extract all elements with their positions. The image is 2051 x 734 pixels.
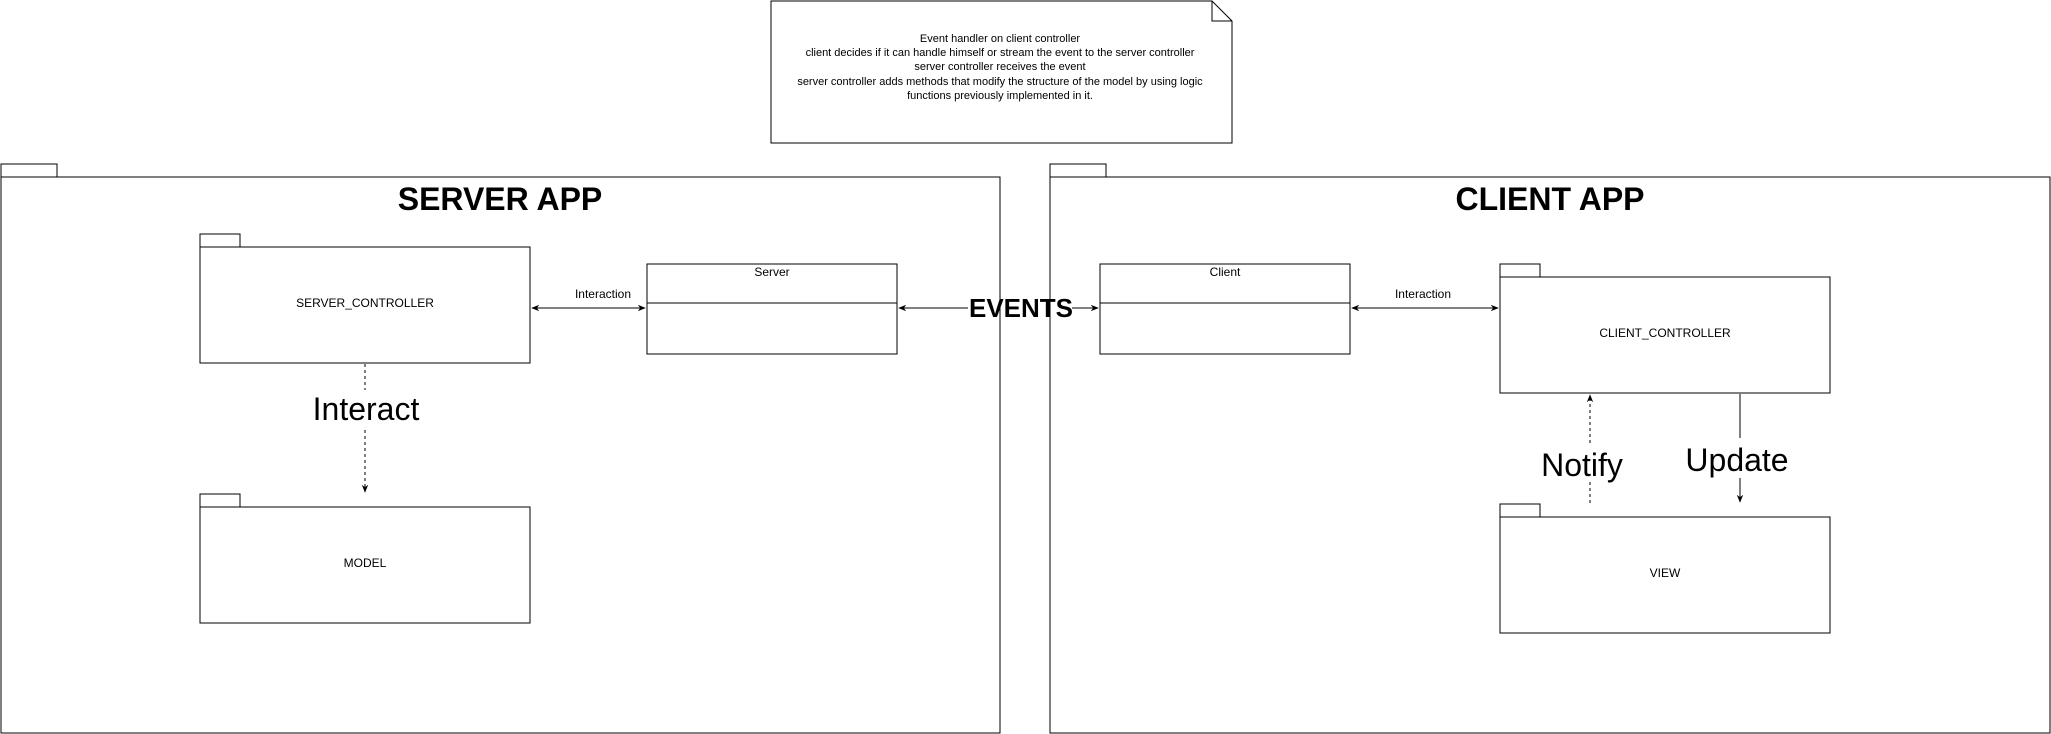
view-package[interactable]: VIEW bbox=[1499, 503, 1831, 634]
server-interaction-label: Interaction bbox=[575, 287, 631, 301]
interact-label: Interact bbox=[313, 391, 420, 427]
client-class-name: Client bbox=[1210, 265, 1241, 279]
interact-edge: Interact bbox=[313, 364, 420, 493]
update-edge: Update bbox=[1685, 394, 1789, 503]
model-package[interactable]: MODEL bbox=[199, 493, 531, 624]
events-edge: EVENTS bbox=[898, 293, 1099, 323]
client-controller-label: CLIENT_CONTROLLER bbox=[1599, 326, 1731, 340]
note-line-1: Event handler on client controller bbox=[920, 33, 1081, 45]
server-class[interactable]: Server bbox=[646, 263, 898, 355]
notify-edge: Notify bbox=[1541, 394, 1623, 503]
client-interaction-edge: Interaction bbox=[1351, 287, 1499, 312]
note-line-3: server controller receives the event bbox=[914, 61, 1085, 73]
model-label: MODEL bbox=[344, 556, 387, 570]
note-line-5: functions previously implemented in it. bbox=[907, 90, 1093, 102]
client-controller-package[interactable]: CLIENT_CONTROLLER bbox=[1499, 263, 1831, 394]
server-class-name: Server bbox=[754, 265, 789, 279]
client-app-title: CLIENT APP bbox=[1455, 181, 1644, 217]
note-line-2: client decides if it can handle himself … bbox=[806, 47, 1195, 59]
update-label: Update bbox=[1685, 442, 1788, 478]
view-label: VIEW bbox=[1650, 566, 1681, 580]
server-app-title: SERVER APP bbox=[398, 181, 603, 217]
note: Event handler on client controller clien… bbox=[770, 0, 1233, 144]
server-controller-package[interactable]: SERVER_CONTROLLER bbox=[199, 233, 531, 364]
events-label: EVENTS bbox=[969, 293, 1073, 323]
client-interaction-label: Interaction bbox=[1395, 287, 1451, 301]
note-line-4: server controller adds methods that modi… bbox=[797, 76, 1203, 88]
server-interaction-edge: Interaction bbox=[531, 287, 646, 312]
client-class[interactable]: Client bbox=[1099, 263, 1351, 355]
notify-label: Notify bbox=[1541, 447, 1623, 483]
server-controller-label: SERVER_CONTROLLER bbox=[296, 296, 434, 310]
